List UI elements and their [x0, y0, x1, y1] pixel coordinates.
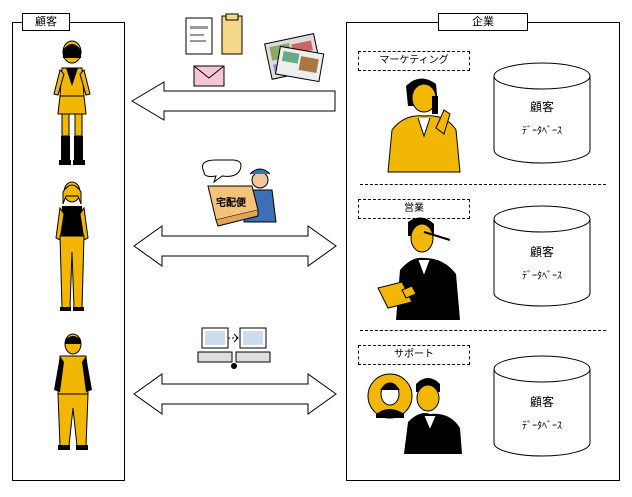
department-divider [360, 330, 606, 331]
database-cylinder-icon [493, 205, 591, 307]
database-cylinder-icon [493, 355, 591, 457]
delivery-channel: 宅配便 [196, 156, 286, 231]
support-staff-icon [367, 373, 462, 454]
arrow-left-icon [131, 81, 336, 121]
database-marketing: 顧客 ﾃﾞｰﾀﾍﾞｰｽ [493, 62, 591, 164]
double-arrow-icon [133, 373, 337, 415]
database-cylinder-icon [493, 62, 591, 164]
mail-documents-channel [180, 12, 330, 92]
customer-figure-man-icon [54, 333, 92, 450]
database-title: 顧客 [529, 100, 554, 114]
marketing-staff-phone-icon [387, 78, 461, 173]
double-arrow-icon [133, 225, 337, 267]
mail-documents-icon [185, 13, 325, 87]
department-label-sales: 営業 [358, 199, 470, 219]
database-sales: 顧客 ﾃﾞｰﾀﾍﾞｰｽ [493, 205, 591, 307]
computer-channel [196, 322, 276, 372]
department-label-support: サポート [358, 345, 470, 365]
sales-staff-notebook-icon [377, 217, 460, 320]
company-panel-title: 企業 [438, 13, 528, 31]
customer-figure-female-icon [53, 40, 91, 165]
delivery-person-icon [202, 159, 277, 227]
computers-network-icon [197, 327, 271, 369]
department-label-marketing: マーケティング [358, 51, 470, 71]
database-title: 顧客 [529, 245, 554, 259]
customer-panel-title: 顧客 [22, 13, 70, 31]
database-subtitle: ﾃﾞｰﾀﾍﾞｰｽ [522, 271, 562, 282]
customer-figure-woman-icon [55, 181, 89, 311]
delivery-label: 宅配便 [216, 198, 246, 209]
database-support: 顧客 ﾃﾞｰﾀﾍﾞｰｽ [493, 355, 591, 457]
department-divider [360, 184, 606, 185]
database-subtitle: ﾃﾞｰﾀﾍﾞｰｽ [522, 126, 562, 137]
database-title: 顧客 [529, 395, 554, 409]
database-subtitle: ﾃﾞｰﾀﾍﾞｰｽ [522, 421, 562, 432]
